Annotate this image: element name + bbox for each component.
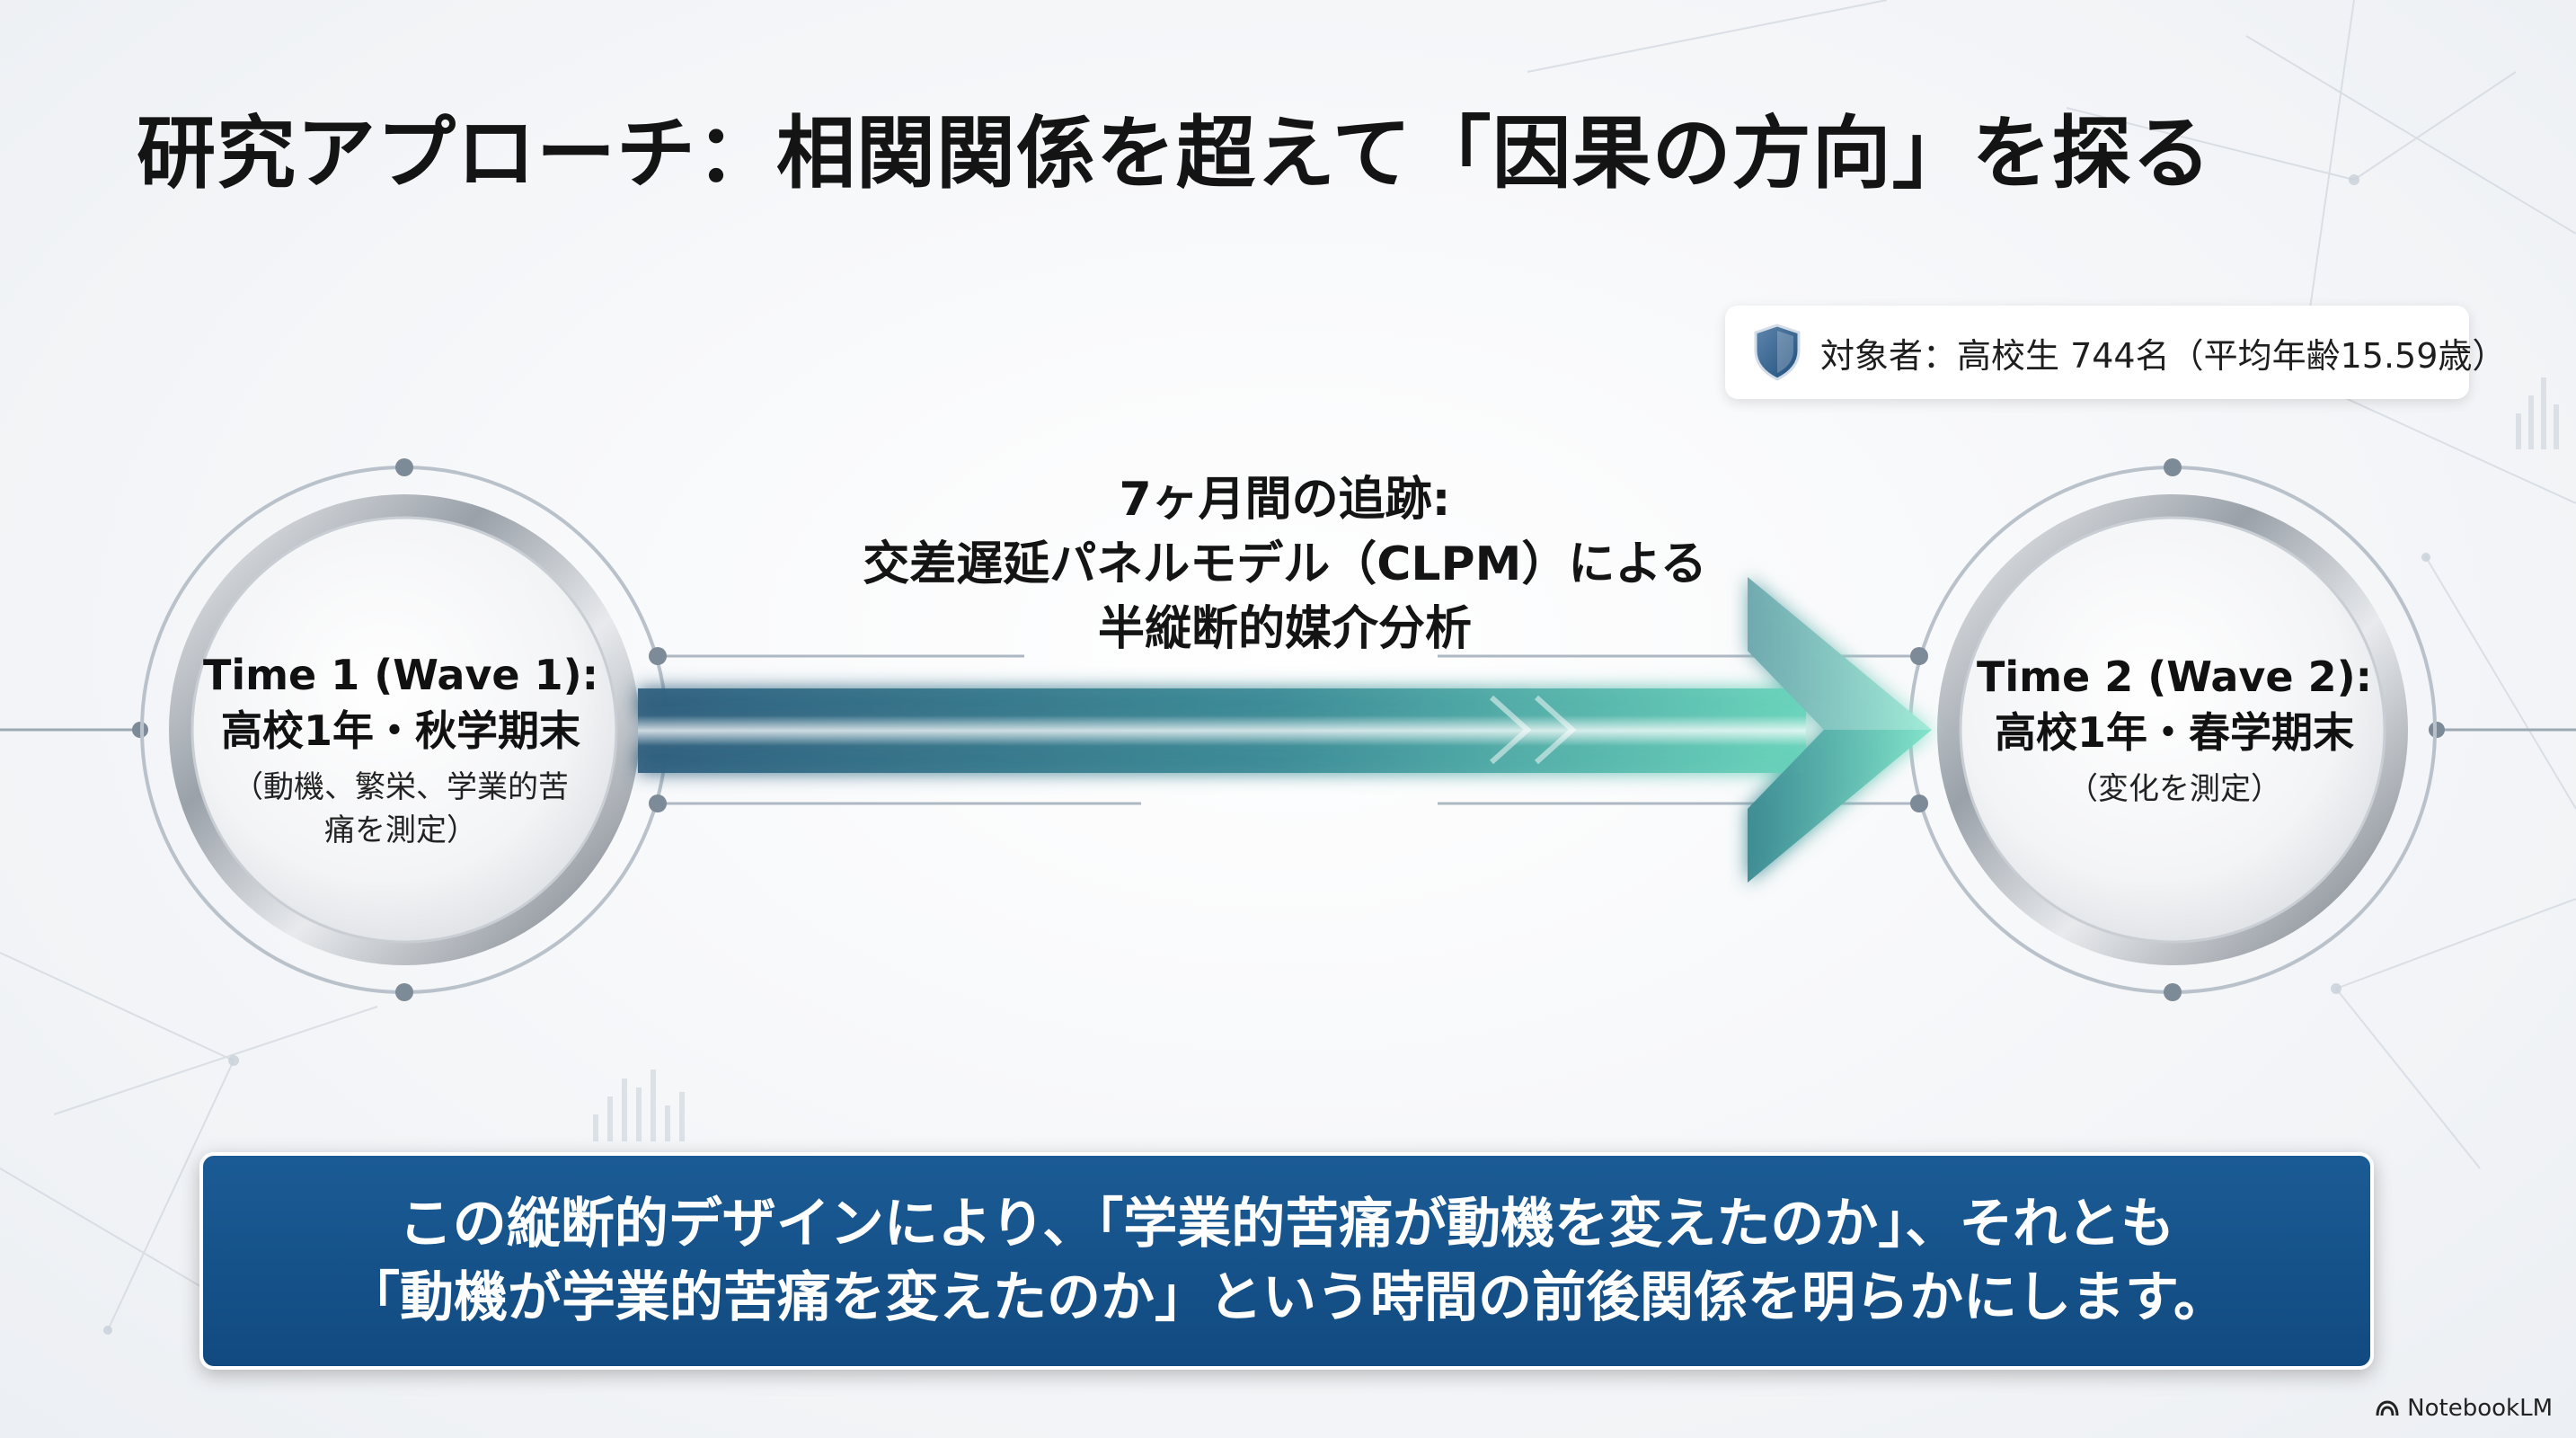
time2-wave-label: Time 2 (Wave 2): xyxy=(1976,652,2373,701)
summary-line2: 「動機が学業的苦痛を変えたのか」という時間の前後関係を明らかにします。 xyxy=(346,1266,2227,1329)
summary-line1: この縦断的デザインにより、「学業的苦痛が動機を変えたのか」、それとも xyxy=(398,1193,2175,1256)
time1-circle xyxy=(140,458,668,1001)
time2-measure-note: （変化を測定） xyxy=(2067,771,2281,807)
brand-name: NotebookLM xyxy=(2407,1395,2553,1422)
arrow-label: 7ヶ月間の追跡: 交差遅延パネルモデル（CLPM）による 半縦断的媒介分析 xyxy=(791,467,1779,661)
arrow-label-line1: 7ヶ月間の追跡: xyxy=(1119,473,1451,527)
time1-label: Time 1 (Wave 1): 高校1年・秋学期末 （動機、繁栄、学業的苦痛を… xyxy=(194,647,607,852)
time2-period-label: 高校1年・春学期末 xyxy=(1994,708,2354,757)
notebooklm-logo-icon xyxy=(2376,1400,2399,1416)
arrow-label-line2: 交差遅延パネルモデル（CLPM）による xyxy=(863,537,1707,591)
page-title: 研究アプローチ：相関関係を超えて「因果の方向」を探る xyxy=(137,107,2212,200)
time1-period-label: 高校1年・秋学期末 xyxy=(220,706,580,755)
subject-info-text: 対象者：高校生 744名（平均年齢15.59歳） xyxy=(1820,335,2507,376)
arrow-label-line3: 半縦断的媒介分析 xyxy=(1097,602,1472,656)
time1-measure-note: （動機、繁栄、学業的苦痛を測定） xyxy=(233,769,569,848)
progress-arrow xyxy=(638,577,1932,883)
subject-info-card: 対象者：高校生 744名（平均年齢15.59歳） xyxy=(1725,306,2506,399)
brand-watermark: NotebookLM xyxy=(2375,1395,2553,1422)
summary-callout: この縦断的デザインにより、「学業的苦痛が動機を変えたのか」、それとも 「動機が学… xyxy=(199,1152,2374,1370)
time2-circle xyxy=(1908,458,2437,1001)
shield-icon xyxy=(1754,324,1801,381)
time2-label: Time 2 (Wave 2): 高校1年・春学期末 （変化を測定） xyxy=(1968,649,2381,811)
time1-wave-label: Time 1 (Wave 1): xyxy=(202,651,599,699)
